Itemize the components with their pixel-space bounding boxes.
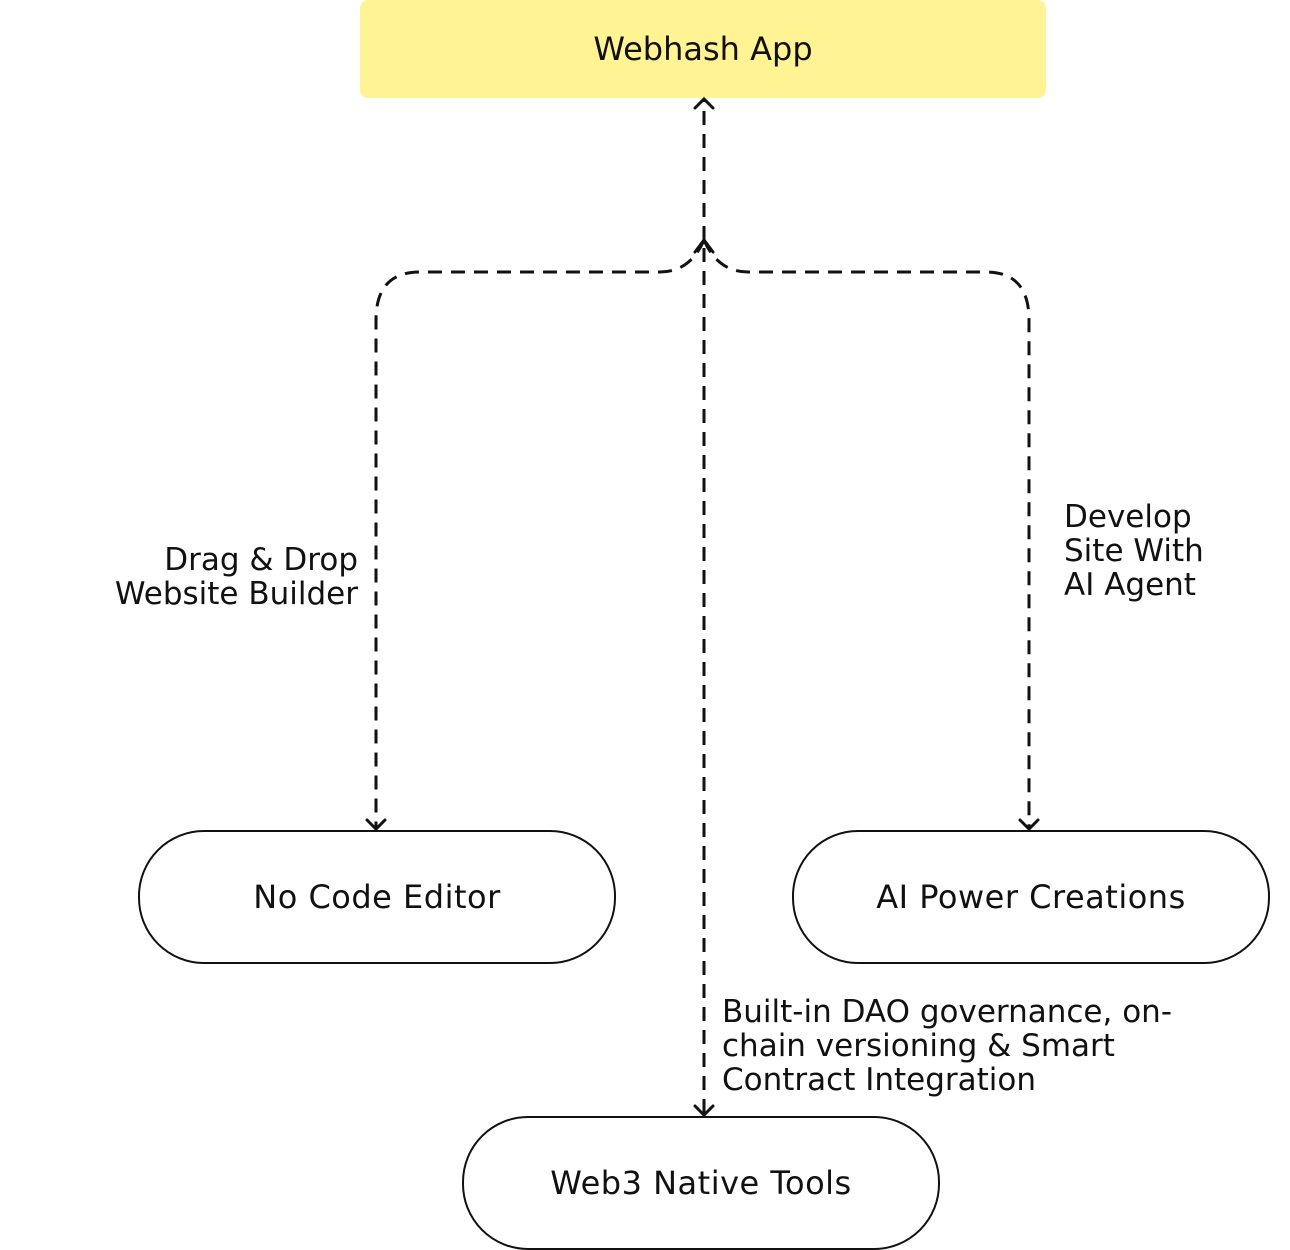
- ai-power-creations-label: AI Power Creations: [876, 878, 1186, 916]
- edge-label-ai-agent: Develop Site With AI Agent: [1064, 499, 1204, 603]
- edge-ai: [702, 239, 1031, 828]
- web3-native-tools-node: Web3 Native Tools: [462, 1116, 940, 1250]
- arrowhead-down-ai-icon: [1018, 818, 1040, 832]
- web3-native-tools-label: Web3 Native Tools: [550, 1164, 852, 1202]
- webhash-app-node: Webhash App: [360, 0, 1046, 98]
- arrowhead-up-junction-icon: [693, 237, 715, 254]
- arrowhead-down-nocode-icon: [365, 818, 387, 832]
- webhash-app-label: Webhash App: [593, 30, 813, 68]
- edge-label-drag-drop: Drag & Drop Website Builder: [114, 542, 358, 612]
- no-code-editor-node: No Code Editor: [138, 830, 616, 964]
- arrowhead-up-icon: [693, 96, 715, 110]
- ai-power-creations-node: AI Power Creations: [792, 830, 1270, 964]
- no-code-editor-label: No Code Editor: [253, 878, 501, 916]
- edge-nocode: [374, 239, 706, 828]
- arrowhead-down-web3-icon: [693, 1104, 715, 1118]
- edge-label-web3: Built-in DAO governance, on- chain versi…: [722, 994, 1173, 1098]
